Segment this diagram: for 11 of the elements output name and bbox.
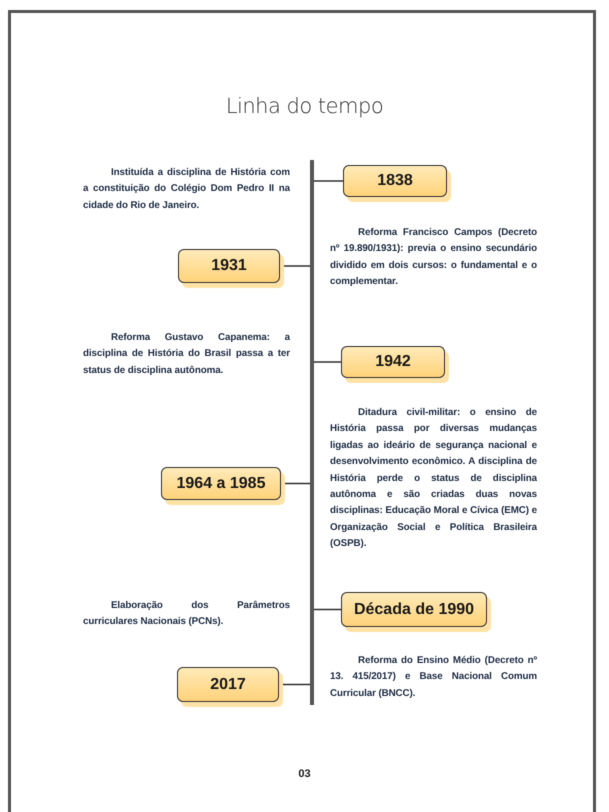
connector-line [314,361,341,363]
event-description: Reforma do Ensino Médio (Decreto nº 13. 415/2017) e Base Nacional Comum Curricular (BNCC). [330,654,537,701]
title: Linha do tempo [224,94,384,118]
event-description: Ditadura civil-militar: o ensino de História passa por diversas mudanças ligadas ao ideário de segurança nacional e desenvolvimento econômico. A disciplina de História perde o status de disciplina autônoma e são criadas duas novas disciplinas: Educação Moral e Cívica (EMC) e Organização Social e Política Brasileira (OSPB). [330,406,537,552]
page-number: 03 [297,768,312,780]
connector-line [314,608,341,610]
event-description: Reforma Gustavo Capanema: a disciplina de História do Brasil passa a ter status de disciplina autônoma. [83,331,290,378]
connector-line [314,180,343,182]
event-description: Elaboração dos Parâmetros curriculares Nacionais (PCNs). [83,599,290,630]
event-description: Reforma Francisco Campos (Decreto nº 19.890/1931): previa o ensino secundário dividido em dois cursos: o fundamental e o complementar. [330,226,537,290]
event-description: Instituída a disciplina de História com a constituição do Colégio Dom Pedro II na cidade do Rio de Janeiro. [83,166,290,213]
